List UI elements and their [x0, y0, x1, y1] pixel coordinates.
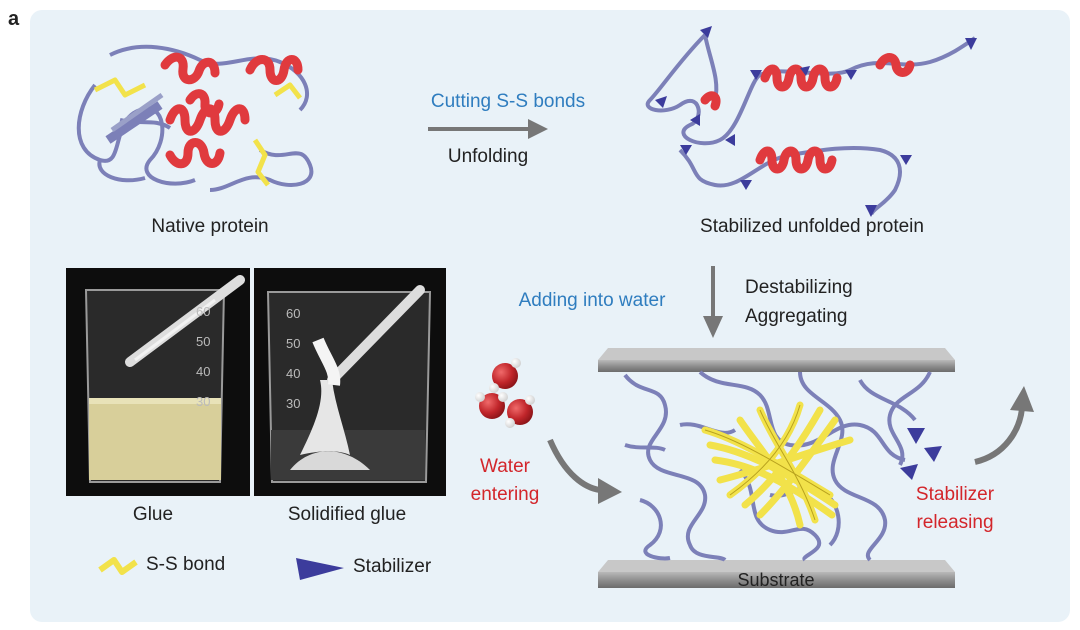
native-protein-structure — [76, 44, 314, 192]
glue-beaker-mark-2: 50 — [196, 334, 210, 349]
solidified-beaker-mark-1: 60 — [286, 306, 300, 321]
released-stabilizers — [900, 428, 942, 480]
glue-label: Glue — [133, 504, 173, 525]
top-plate — [598, 348, 955, 372]
glue-beaker-mark-4: 30 — [196, 394, 210, 409]
water-entering-label-line2: entering — [471, 484, 540, 505]
stabilizer-release-arrow — [974, 386, 1034, 465]
unfolding-label: Unfolding — [448, 146, 528, 167]
glue-beaker-mark-3: 40 — [196, 364, 210, 379]
stabilizer-releasing-label-line1: Stabilizer — [916, 484, 995, 505]
unfolding-arrow — [428, 119, 548, 139]
solidified-beaker-mark-2: 50 — [286, 336, 300, 351]
water-molecules — [475, 358, 535, 428]
legend-ss-bond-label: S-S bond — [146, 554, 225, 575]
water-entering-label-line1: Water — [480, 456, 531, 477]
legend-stabilizer-label: Stabilizer — [353, 556, 432, 577]
glue-beaker-mark-1: 60 — [196, 304, 210, 319]
panel-letter: a — [8, 8, 20, 30]
legend-stabilizer-icon — [296, 558, 344, 580]
destabilizing-label: Destabilizing — [745, 277, 853, 298]
cutting-bonds-label: Cutting S-S bonds — [431, 91, 585, 112]
solidified-glue-photo: 60 50 40 30 — [254, 268, 446, 496]
unfolded-protein-structure — [645, 26, 977, 217]
aggregation-arrow — [703, 266, 723, 338]
stabilizer-releasing-label-line2: releasing — [916, 512, 993, 533]
legend-ss-bond-icon — [98, 557, 138, 575]
solidified-beaker-mark-3: 40 — [286, 366, 300, 381]
bottom-plate — [598, 560, 955, 588]
beta-sheet-outline — [704, 404, 831, 521]
glue-photo: 60 50 40 30 — [66, 268, 250, 496]
stabilized-unfolded-label: Stabilized unfolded protein — [700, 216, 924, 237]
solidified-glue-label: Solidified glue — [288, 504, 406, 525]
adding-water-label: Adding into water — [519, 290, 666, 311]
substrate-label: Substrate — [737, 570, 814, 590]
solidified-beaker-mark-4: 30 — [286, 396, 300, 411]
water-entering-arrow — [547, 438, 622, 504]
aggregating-label: Aggregating — [745, 306, 847, 327]
native-protein-label: Native protein — [151, 216, 268, 237]
